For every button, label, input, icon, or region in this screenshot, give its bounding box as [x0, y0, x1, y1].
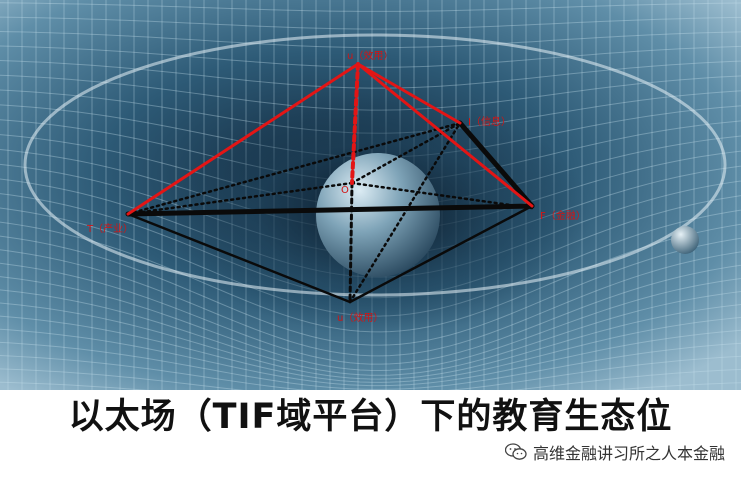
tif-spacetime-diagram: u（效用） I（信息） T（产业） F（金融） u（效用） O	[0, 0, 741, 390]
orbit-ring	[23, 33, 727, 297]
grid-line	[0, 381, 741, 390]
pyramid-edges	[125, 62, 535, 304]
grid-line	[0, 235, 741, 346]
grid-line	[0, 355, 741, 390]
label-bottom-utility: u（效用）	[337, 311, 383, 324]
edge-T-F	[125, 203, 535, 217]
grid-line	[0, 30, 741, 49]
grid-line	[0, 276, 741, 372]
label-industry: T（产业）	[86, 222, 133, 235]
vertex-labels: u（效用） I（信息） T（产业） F（金融） u（效用） O	[86, 49, 586, 324]
label-info: I（信息）	[468, 115, 511, 128]
grid-line	[0, 328, 741, 387]
wechat-icon	[504, 443, 527, 460]
edge-top-F	[356, 62, 534, 208]
grid-line	[0, 302, 741, 380]
watermark: 高维金融讲习所之人本金融	[504, 440, 725, 464]
grid-line	[0, 249, 741, 357]
watermark-text: 高维金融讲习所之人本金融	[532, 444, 725, 463]
grid-line	[0, 315, 741, 383]
edge-u-I-dotted	[348, 121, 462, 304]
figure-caption: 以太场（TIF域平台）下的教育生态位	[68, 397, 673, 437]
axis-u-upper-dotted	[350, 62, 360, 185]
grid-line	[0, 341, 741, 390]
grid-line	[0, 289, 741, 376]
edge-top-I	[356, 62, 462, 125]
central-sphere	[316, 153, 440, 277]
grid-line	[0, 45, 741, 68]
small-sphere	[671, 226, 699, 254]
grid-line	[0, 60, 741, 89]
edge-T-u-bottom	[126, 212, 352, 304]
grid-line	[0, 2, 741, 12]
grid-line	[0, 16, 741, 30]
edge-top-T	[126, 62, 360, 216]
edge-I-F	[457, 120, 535, 209]
edge-O-F-dotted	[350, 181, 534, 210]
axis-u-lower-dotted	[348, 181, 354, 304]
edge-O-T-dotted	[126, 181, 354, 216]
label-finance: F（金融）	[540, 209, 586, 222]
grid-line	[0, 368, 741, 390]
edge-F-u-bottom	[348, 204, 534, 304]
edge-T-I-dotted	[126, 121, 462, 216]
grid-line	[0, 262, 741, 365]
label-center-o: O	[341, 185, 349, 196]
label-top-utility: u（效用）	[347, 49, 393, 62]
